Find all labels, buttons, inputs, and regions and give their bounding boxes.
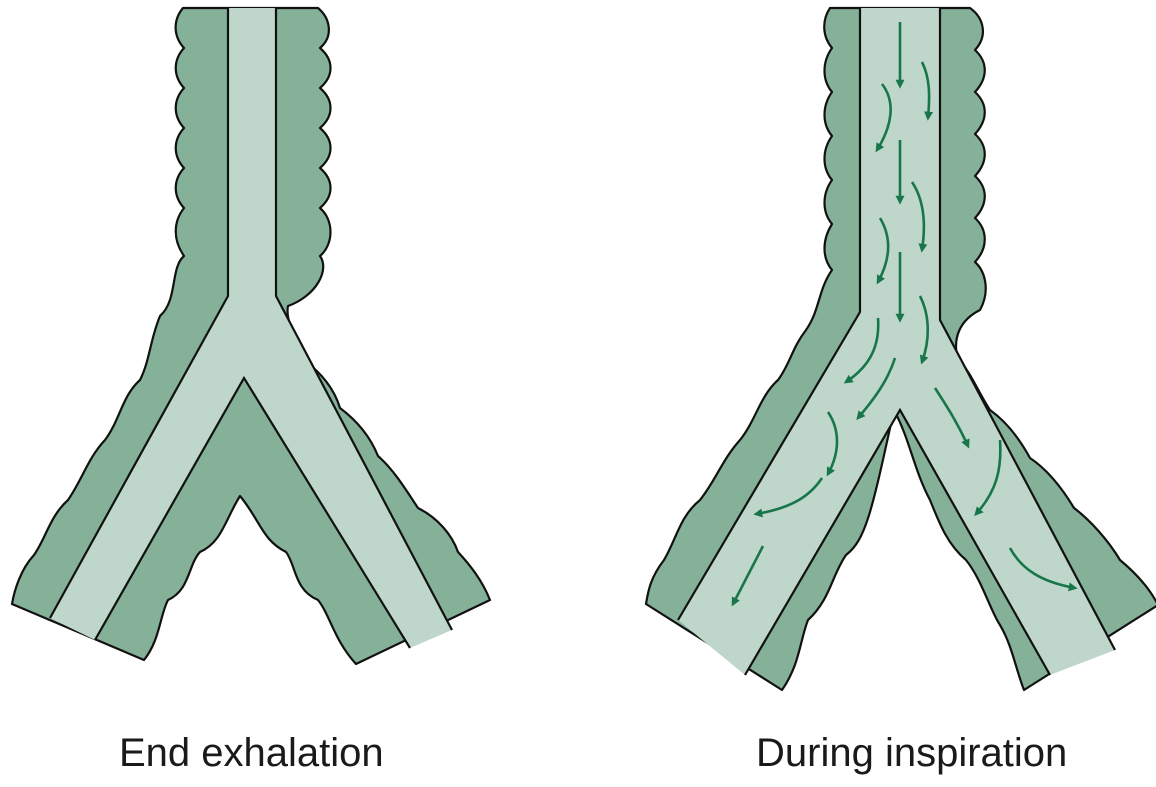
airway-during-inspiration bbox=[646, 8, 1156, 690]
caption-end-exhalation: End exhalation bbox=[119, 733, 384, 773]
airway-lumen bbox=[678, 8, 1115, 675]
airway-end-exhalation bbox=[12, 8, 490, 664]
caption-during-inspiration: During inspiration bbox=[756, 733, 1067, 773]
airway-lumen bbox=[50, 8, 452, 648]
